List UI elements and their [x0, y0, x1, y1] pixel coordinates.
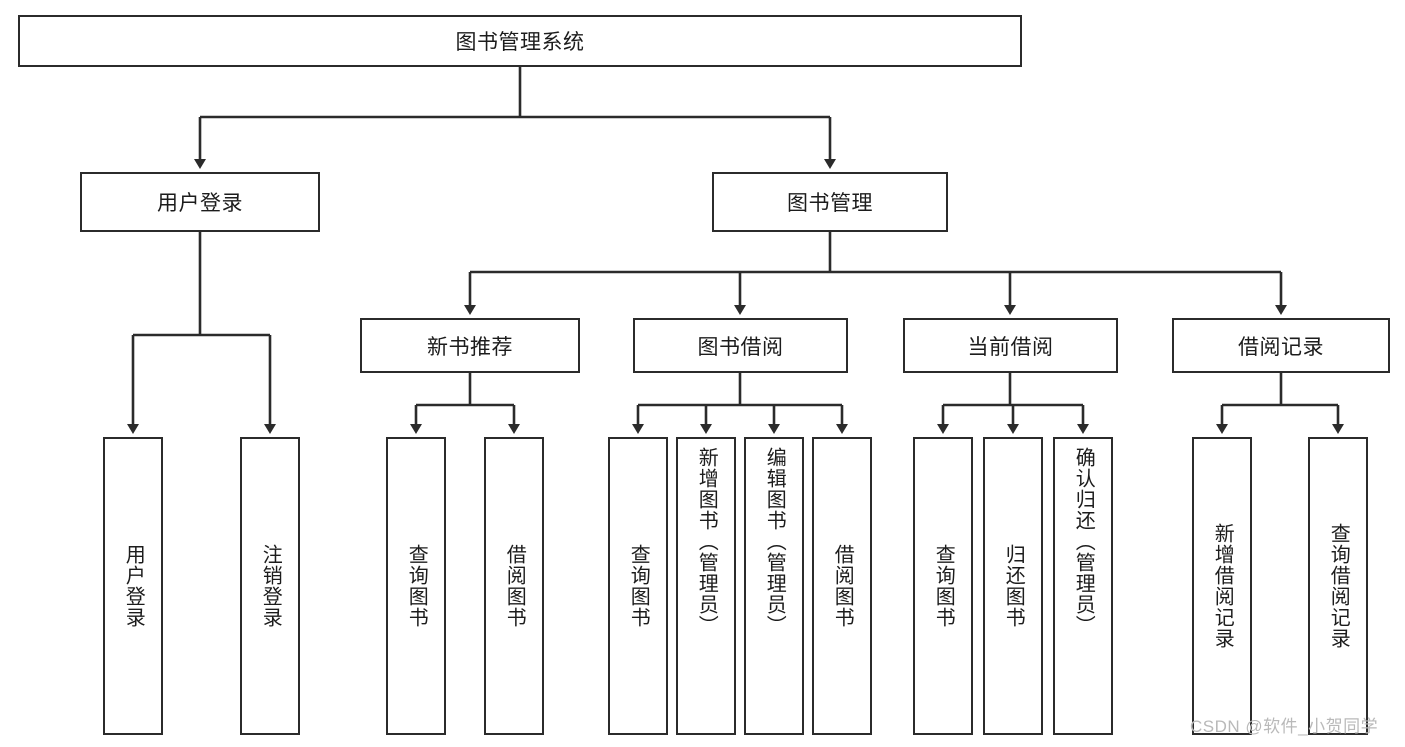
node-new-book-recommend[interactable]: 新书推荐: [360, 318, 580, 373]
node-root-label: 图书管理系统: [455, 31, 585, 54]
leaf-node[interactable]: 借阅图书: [484, 437, 544, 735]
csdn-watermark: CSDN @软件_小贺同学: [1190, 717, 1379, 736]
leaf-node[interactable]: 归还图书: [983, 437, 1043, 735]
leaf-label: 用户登录: [122, 544, 145, 628]
leaf-label: 新增借阅记录: [1211, 523, 1234, 649]
node-current-borrow[interactable]: 当前借阅: [903, 318, 1118, 373]
leaf-node[interactable]: 查询图书: [608, 437, 668, 735]
node-book-borrow[interactable]: 图书借阅: [633, 318, 848, 373]
leaf-node[interactable]: 新增借阅记录: [1192, 437, 1252, 735]
leaf-label: 借阅图书: [831, 544, 854, 628]
node-book-management-label: 图书管理: [787, 192, 873, 215]
node-current-borrow-label: 当前借阅: [967, 335, 1054, 359]
leaf-label: 归还图书: [1002, 544, 1025, 628]
leaf-node[interactable]: 借阅图书: [812, 437, 872, 735]
node-book-borrow-label: 图书借阅: [697, 335, 784, 359]
leaf-label: 编辑图书（管理员）: [763, 447, 786, 636]
node-user-login-label: 用户登录: [157, 192, 243, 215]
leaf-node[interactable]: 用户登录: [103, 437, 163, 735]
node-book-management[interactable]: 图书管理: [712, 172, 948, 232]
node-borrow-records[interactable]: 借阅记录: [1172, 318, 1390, 373]
leaf-node[interactable]: 新增图书（管理员）: [676, 437, 736, 735]
leaf-label: 查询图书: [932, 544, 955, 628]
leaf-node[interactable]: 查询图书: [386, 437, 446, 735]
node-new-book-recommend-label: 新书推荐: [427, 335, 513, 359]
leaf-label: 查询借阅记录: [1327, 523, 1350, 649]
leaf-node[interactable]: 注销登录: [240, 437, 300, 735]
leaf-node[interactable]: 编辑图书（管理员）: [744, 437, 804, 735]
leaf-label: 确认归还（管理员）: [1072, 447, 1095, 636]
leaf-node[interactable]: 确认归还（管理员）: [1053, 437, 1113, 735]
leaf-label: 注销登录: [259, 544, 282, 628]
leaf-label: 查询图书: [627, 544, 650, 628]
leaf-label: 新增图书（管理员）: [695, 447, 718, 636]
leaf-label: 查询图书: [405, 544, 428, 628]
leaf-label: 借阅图书: [503, 544, 526, 628]
node-root[interactable]: 图书管理系统: [18, 15, 1022, 67]
node-borrow-records-label: 借阅记录: [1238, 335, 1324, 359]
leaf-node[interactable]: 查询图书: [913, 437, 973, 735]
leaf-node[interactable]: 查询借阅记录: [1308, 437, 1368, 735]
node-user-login[interactable]: 用户登录: [80, 172, 320, 232]
